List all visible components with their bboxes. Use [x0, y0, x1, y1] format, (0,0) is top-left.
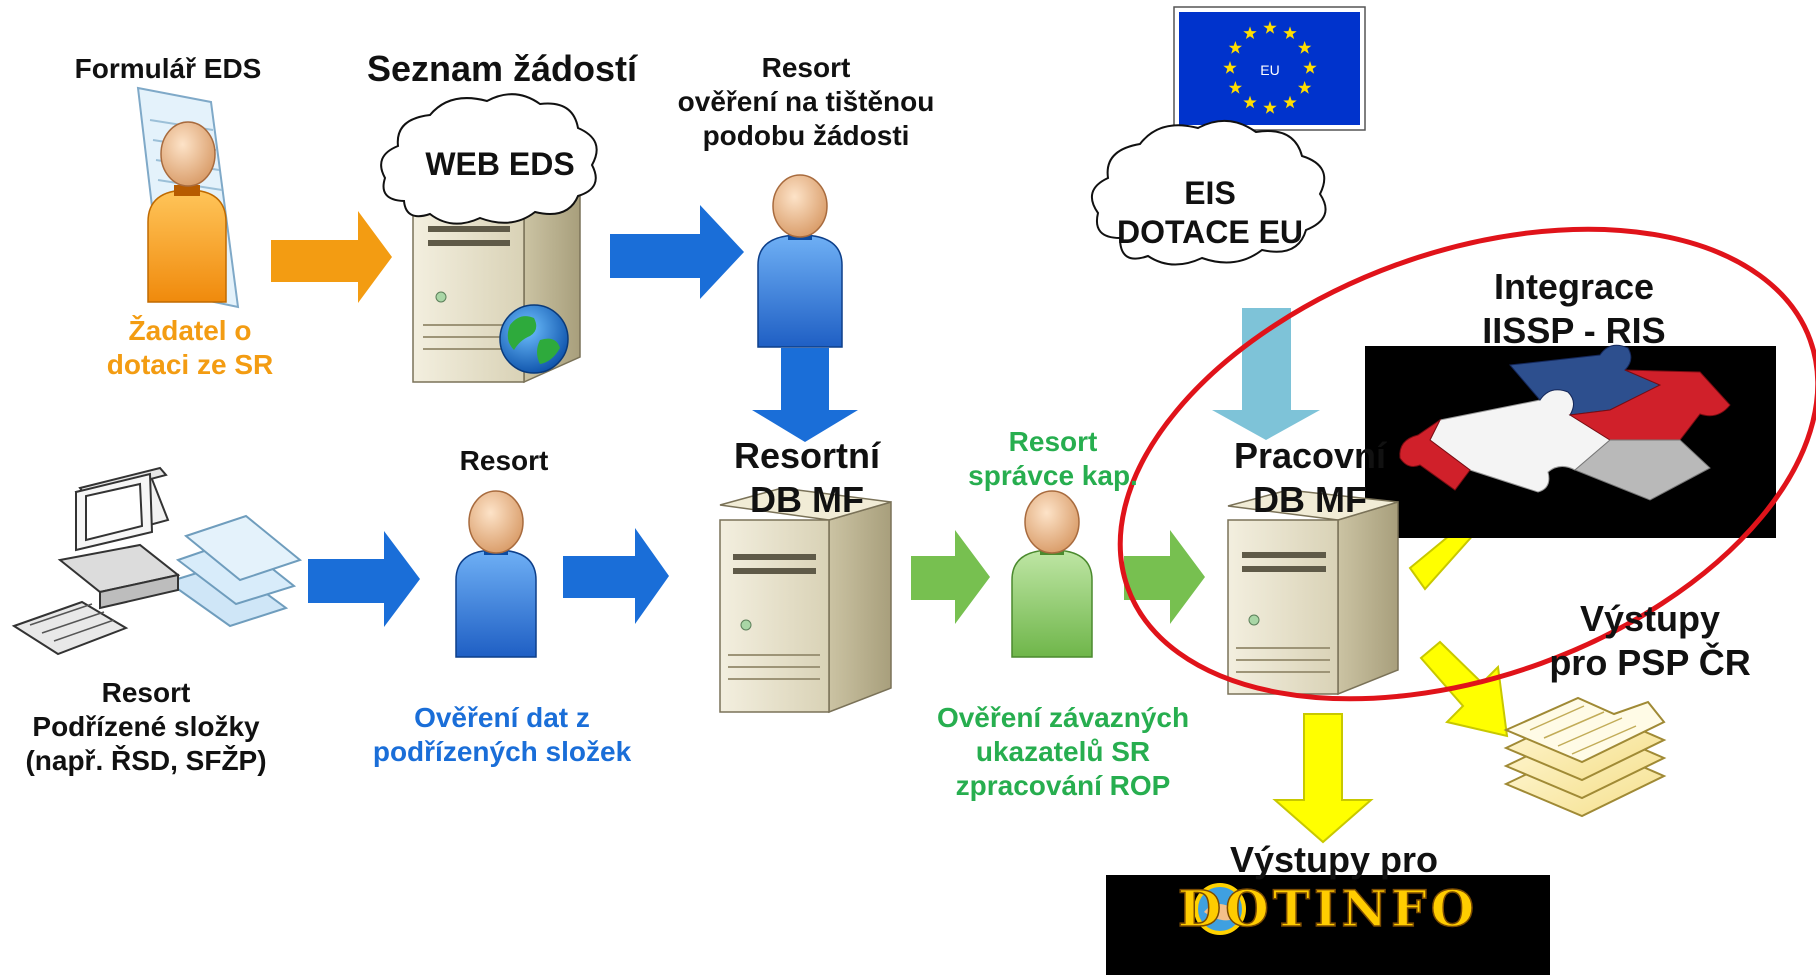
- work-db-line: DB MF: [1253, 478, 1367, 520]
- chapter-admin-line: Resort: [1008, 426, 1098, 457]
- chapter-admin-caption-line: zpracování ROP: [955, 770, 1171, 802]
- eu-star: [1263, 101, 1277, 114]
- applicant-caption-line: dotaci ze SR: [106, 349, 274, 381]
- arrow-admin-to-work-db: [1124, 530, 1205, 624]
- eu-star: [1298, 41, 1312, 54]
- resort-db-line: DB MF: [750, 478, 864, 520]
- resort-print-check-line: ověření na tištěnou: [677, 86, 935, 118]
- chapter-admin-caption-line: ukazatelů SR: [975, 736, 1151, 768]
- resort-print-check-line: Resort: [761, 52, 851, 83]
- arrow-applicant-to-web: [271, 211, 392, 303]
- eu-star: [1228, 41, 1242, 54]
- dotinfo-logo: DOTINFO: [1106, 875, 1550, 975]
- applicant-caption-line: Žadatel o: [128, 315, 252, 346]
- eu-star: [1243, 95, 1257, 109]
- subordinate-line: Podřízené složky: [32, 711, 260, 743]
- documents-icon: [1503, 696, 1667, 818]
- highlight-ellipse: [1117, 226, 1816, 702]
- integration-line: Integrace: [1493, 266, 1655, 307]
- arrow-work-db-to-psp: [1419, 640, 1509, 738]
- eis-cloud-line: DOTACE EU: [1116, 214, 1304, 251]
- arrow-eu-to-work-db: [1212, 308, 1320, 440]
- eu-star: [1243, 26, 1257, 39]
- chapter-admin-caption: Ověření závazných ukazatelů SR zpracován…: [937, 701, 1189, 803]
- applicant-form-title: Formulář EDS: [74, 53, 262, 84]
- resort-db-line: Resortní: [733, 435, 881, 476]
- web-eds-cloud: [380, 93, 598, 225]
- dotinfo-logo-text: DOTINFO: [1178, 879, 1478, 938]
- puzzle-icon: [1365, 344, 1776, 538]
- psp-outputs-line: pro PSP ČR: [1549, 641, 1751, 683]
- arrow-work-db-to-dotinfo: [1272, 713, 1374, 844]
- chapter-admin-label: Resort správce kap.: [968, 425, 1138, 493]
- eu-flag-label: EU: [1260, 62, 1279, 78]
- eu-star: [1303, 61, 1317, 74]
- subordinate-label: Resort Podřízené složky (např. ŘSD, SFŽP…: [25, 676, 266, 778]
- arrow-resort-to-db: [563, 528, 669, 624]
- person-green-icon: [1011, 490, 1093, 658]
- request-list-title: Seznam žádostí: [366, 48, 638, 89]
- work-db-label: Pracovní DB MF: [1234, 434, 1386, 522]
- applicant-caption: Žadatel o dotaci ze SR: [107, 314, 273, 382]
- psp-outputs-label: Výstupy pro PSP ČR: [1549, 597, 1750, 685]
- arrow-db-to-admin: [911, 530, 990, 624]
- eu-star: [1228, 81, 1242, 94]
- subordinate-line: (např. ŘSD, SFŽP): [25, 745, 267, 777]
- eu-star: [1283, 95, 1297, 109]
- globe-icon: [499, 304, 569, 374]
- resort-print-check-label: Resort ověření na tištěnou podobu žádost…: [678, 51, 935, 153]
- web-eds-cloud-label: WEB EDS: [425, 146, 575, 182]
- eis-cloud: [1090, 119, 1327, 266]
- resort-middle-caption: Ověření dat z podřízených složek: [373, 701, 631, 769]
- work-db-line: Pracovní: [1233, 435, 1387, 476]
- integration-label: Integrace IISSP - RIS: [1482, 265, 1665, 353]
- computer-icon: [11, 466, 303, 656]
- resort-print-check-line: podobu žádosti: [702, 120, 910, 152]
- arrow-resort-to-resortni-db: [752, 348, 858, 442]
- person-blue-icon: [757, 174, 843, 348]
- psp-outputs-line: Výstupy: [1579, 598, 1721, 639]
- eis-cloud-line: EIS: [1184, 175, 1236, 211]
- person-orange-icon: [147, 121, 227, 303]
- arrow-web-to-resort: [610, 205, 744, 299]
- eu-star: [1283, 26, 1297, 39]
- resort-middle-title: Resort: [459, 445, 549, 476]
- chapter-admin-line: správce kap.: [968, 460, 1138, 492]
- dotinfo-outputs-title: Výstupy pro: [1229, 839, 1439, 880]
- subordinate-line: Resort: [101, 677, 191, 708]
- eu-star: [1223, 61, 1237, 74]
- server-icon: [1227, 489, 1399, 696]
- eu-star: [1298, 81, 1312, 94]
- resort-middle-caption-line: Ověření dat z: [414, 702, 590, 733]
- resort-middle-caption-line: podřízených složek: [372, 736, 632, 768]
- person-blue-icon: [455, 490, 537, 658]
- arrow-subordinate-to-resort: [308, 531, 420, 627]
- chapter-admin-caption-line: Ověření závazných: [936, 702, 1190, 733]
- eu-flag-icon: [1173, 6, 1366, 131]
- eis-cloud-label: EIS DOTACE EU: [1117, 174, 1303, 252]
- eu-star: [1263, 21, 1277, 34]
- server-icon: [719, 487, 892, 714]
- integration-line: IISSP - RIS: [1482, 309, 1666, 351]
- resort-db-label: Resortní DB MF: [734, 434, 880, 522]
